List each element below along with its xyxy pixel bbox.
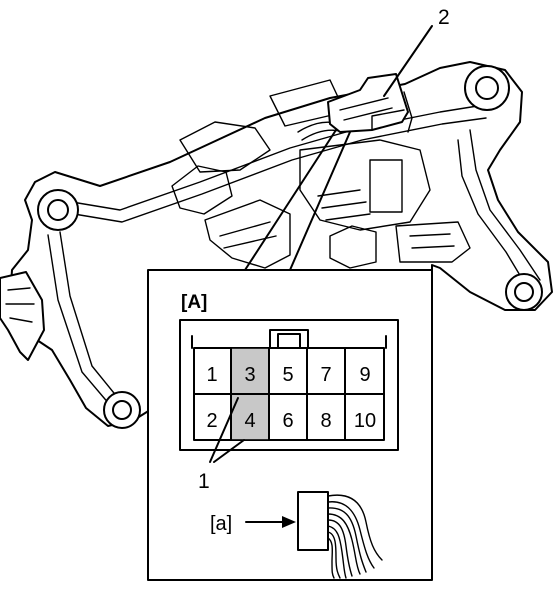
pin-number-10: 10 <box>354 410 376 432</box>
arrow-icon <box>282 516 296 528</box>
magnifier-wedge <box>244 129 351 271</box>
pin-number-1: 1 <box>206 364 217 386</box>
callout-1: 1 <box>198 470 210 493</box>
inset-a: [A] 1 3 5 7 9 2 4 6 8 <box>147 269 433 581</box>
leader-line-2 <box>383 25 433 97</box>
pin-3-highlight <box>230 347 270 395</box>
wire-bundle <box>327 494 383 579</box>
wire-side-label: [a] <box>210 513 232 535</box>
connector-side-body <box>297 491 329 551</box>
mounting-hole-upper-right <box>464 65 510 111</box>
leader-line-1 <box>209 397 245 463</box>
mounting-hole-lower-right <box>505 273 543 311</box>
pin-number-7: 7 <box>320 364 331 386</box>
connector-housing <box>179 319 399 451</box>
locking-latch <box>269 329 309 349</box>
pin-number-9: 9 <box>359 364 370 386</box>
pin-number-2: 2 <box>206 410 217 432</box>
harness-connector <box>327 73 409 133</box>
wire-side-view: [a] <box>210 491 383 579</box>
connector-face: 1 3 5 7 9 2 4 6 8 10 <box>179 319 399 451</box>
pin-number-4: 4 <box>244 410 255 432</box>
view-label-a: [A] <box>181 292 207 313</box>
mounting-hole-lower-left <box>103 391 141 429</box>
pin-number-3: 3 <box>244 364 255 386</box>
pin-number-6: 6 <box>282 410 293 432</box>
pin-number-5: 5 <box>282 364 293 386</box>
pin-number-8: 8 <box>320 410 331 432</box>
callout-2: 2 <box>438 6 450 29</box>
mounting-hole-left <box>37 189 79 231</box>
